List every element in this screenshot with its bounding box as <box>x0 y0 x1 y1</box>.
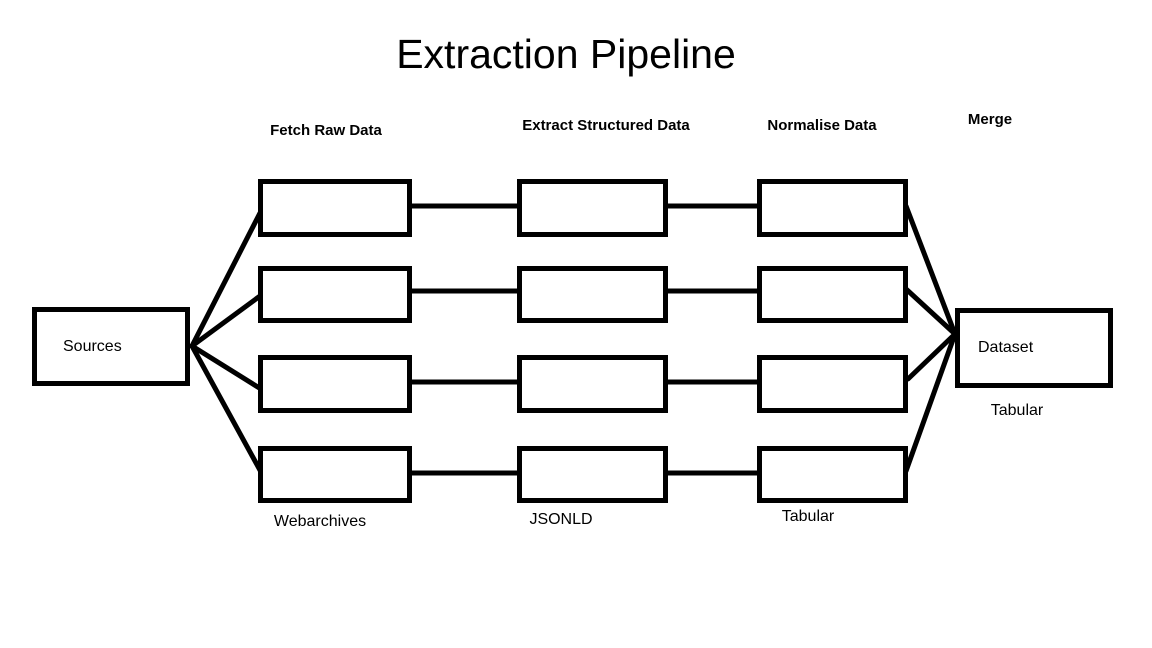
connector-sources-lane4 <box>189 343 264 475</box>
normalise-box-lane1 <box>757 179 908 237</box>
dataset-node-label: Dataset <box>978 339 1034 356</box>
fetch-box-lane2 <box>258 266 412 323</box>
extract-box-lane2 <box>517 266 668 323</box>
dataset-format-note: Tabular <box>990 402 1044 419</box>
extract-box-lane4 <box>517 446 668 503</box>
connector-sources-lane2 <box>189 293 263 349</box>
normalise-format-note: Tabular <box>781 508 835 525</box>
normalise-box-lane3 <box>757 355 908 413</box>
fetch-box-lane1 <box>258 179 412 237</box>
fetch-box-lane4 <box>258 446 412 503</box>
diagram-title: Extraction Pipeline <box>396 31 736 77</box>
normalise-box-lane4 <box>757 446 908 503</box>
extract-box-lane1 <box>517 179 668 237</box>
connector-lane4-dataset <box>903 331 958 474</box>
fetch-format-note: Webarchives <box>273 513 367 530</box>
stage-label-fetch-raw-data: Fetch Raw Data <box>270 122 382 139</box>
sources-node: Sources <box>32 307 190 386</box>
dataset-node: Dataset <box>955 308 1113 388</box>
connector-sources-lane1 <box>189 210 263 349</box>
stage-label-merge: Merge <box>967 111 1013 128</box>
fetch-box-lane3 <box>258 355 412 413</box>
connector-lane3-dataset <box>905 331 958 382</box>
connector-lane1-dataset <box>903 203 958 337</box>
stage-label-extract-structured-data: Extract Structured Data <box>522 117 690 134</box>
connector-lane2-dataset <box>903 286 958 337</box>
extract-box-lane3 <box>517 355 668 413</box>
sources-node-label: Sources <box>63 337 122 355</box>
normalise-box-lane2 <box>757 266 908 323</box>
stage-label-normalise-data: Normalise Data <box>767 117 877 134</box>
extract-format-note: JSONLD <box>529 511 593 528</box>
connector-sources-lane3 <box>189 343 264 392</box>
